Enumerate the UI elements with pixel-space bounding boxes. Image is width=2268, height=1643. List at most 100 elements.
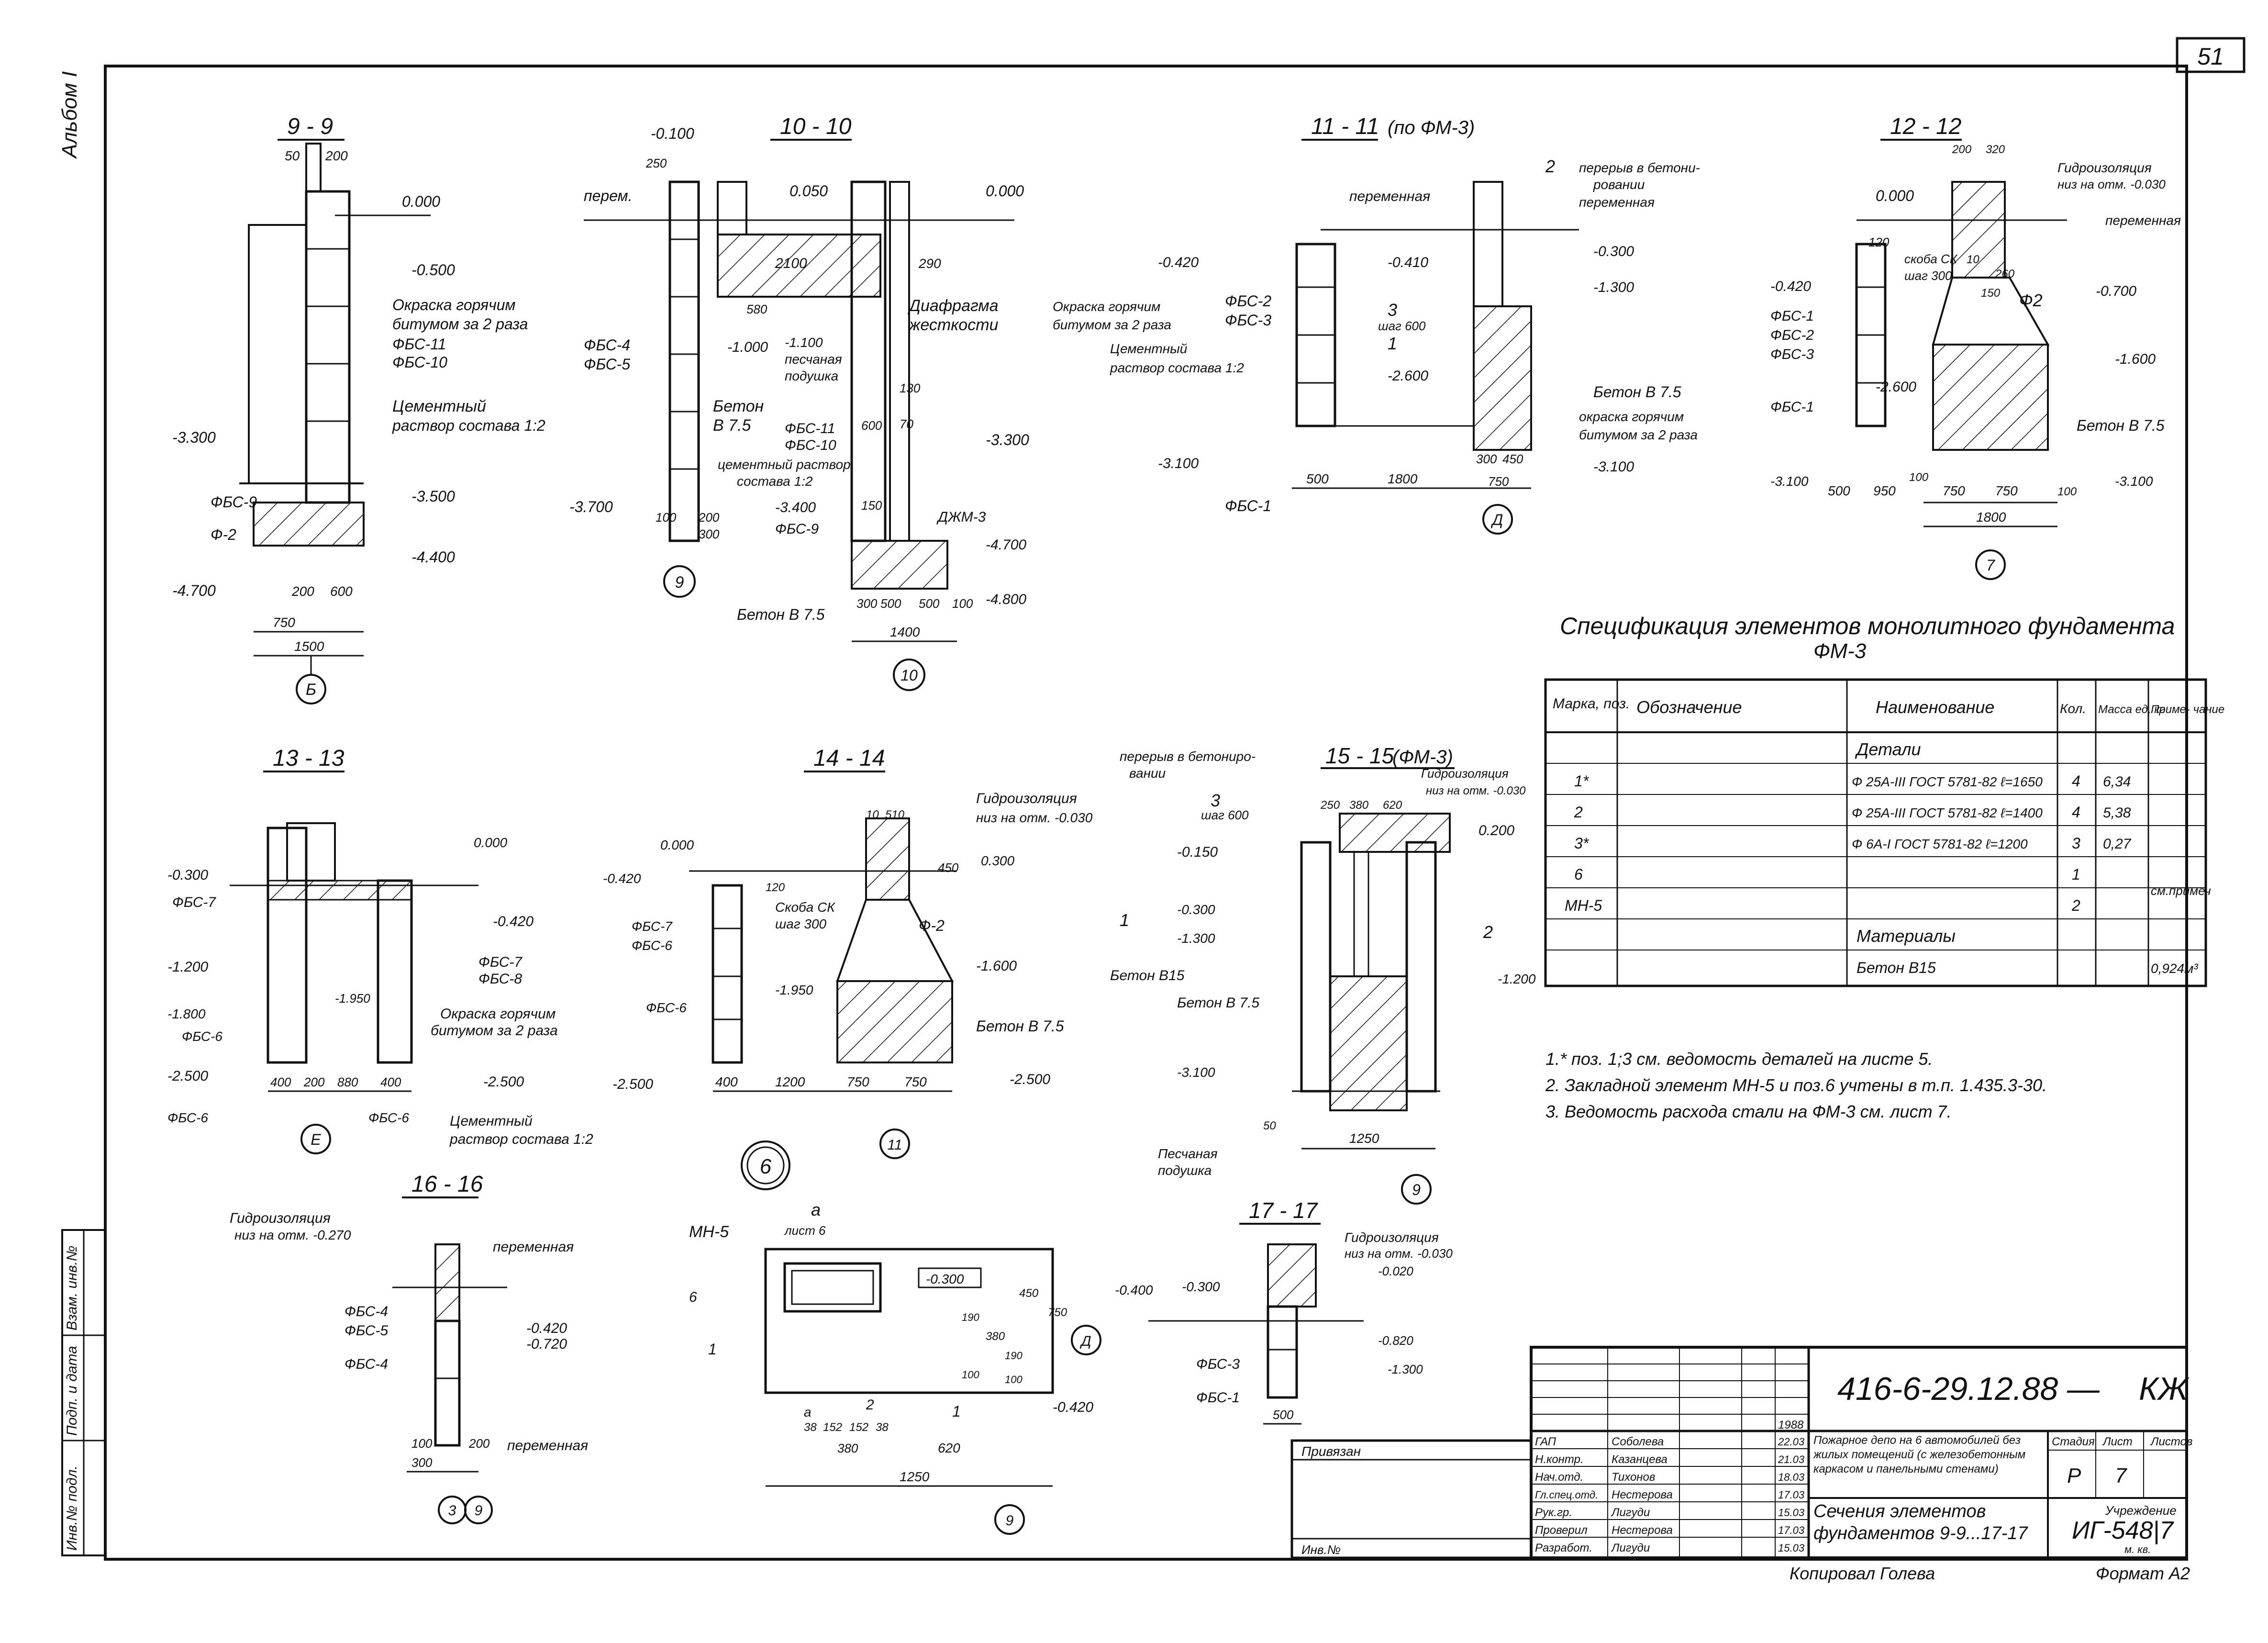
tb-inv-label: Инв.№: [1301, 1542, 1341, 1557]
axis-marker: 10: [901, 667, 918, 684]
label: подушка: [1158, 1163, 1212, 1178]
label: Ф-2: [919, 917, 945, 934]
label: -0.720: [526, 1336, 567, 1352]
dim: 600: [861, 418, 882, 433]
dim: 250: [645, 156, 667, 170]
spec-row-mass: 5,38: [2103, 805, 2131, 821]
dim: 50: [1263, 1119, 1276, 1132]
note-1: 1.* поз. 1;3 см. ведомость деталей на ли…: [1545, 1049, 1933, 1069]
label: -1.800: [167, 1006, 206, 1021]
dim: 320: [1986, 143, 2005, 156]
tb-org-code: ИГ-548|7: [2072, 1517, 2174, 1544]
spec-row-name: Ф 25А-III ГОСТ 5781-82 ℓ=1650: [1852, 774, 2043, 789]
mn5-cut: а: [811, 1200, 821, 1219]
label: песчаная: [785, 352, 842, 367]
label: низ на отм. -0.030: [976, 810, 1093, 825]
label: шаг 300: [775, 917, 827, 931]
label: -1.950: [335, 991, 370, 1006]
dim: 200: [325, 148, 348, 163]
dim: 1500: [294, 639, 324, 654]
section-subtitle: (ФМ-3): [1392, 747, 1453, 768]
label: битумом за 2 раза: [431, 1023, 558, 1039]
tb-name: Нестерова: [1612, 1488, 1673, 1501]
dim: 200: [303, 1075, 325, 1089]
spec-header-mass: Масса ед, кг: [2098, 703, 2166, 716]
dim: 250: [1320, 799, 1340, 812]
spec-row-qty: 2: [2071, 897, 2080, 914]
axis-marker: Д: [1491, 511, 1503, 528]
spec-row-mark: 2: [1574, 804, 1583, 821]
dim: 620: [938, 1441, 960, 1455]
page-number-box: [2176, 37, 2246, 73]
label: ФБС-1: [1196, 1390, 1240, 1406]
label: -0.300: [167, 867, 208, 883]
label: ФБС-7: [172, 894, 216, 910]
section-title: 11 - 11: [1311, 114, 1379, 139]
axis-marker: 9: [675, 573, 684, 592]
dim: 580: [746, 302, 767, 316]
tb-drawing-title: Сечения элементов фундаментов 9-9...17-1…: [1813, 1501, 2028, 1543]
label: 0.050: [789, 182, 828, 200]
label: -0.300: [1177, 902, 1215, 917]
embedded-plate-mn5: МН-5 а лист 6 -0.300 6 1 а 2 1 -0.420 38…: [689, 1200, 1101, 1535]
label: -1.300: [1593, 279, 1634, 295]
label: ФБС-9: [775, 521, 819, 537]
label-0000: 0.000: [402, 193, 440, 210]
label: -2.500: [1010, 1072, 1050, 1087]
label: -0.020: [1378, 1264, 1413, 1278]
label: битумом за 2 раза: [392, 315, 528, 333]
page-number: 51: [2197, 43, 2224, 70]
label: переменная: [1349, 189, 1430, 204]
dim: 500: [1828, 483, 1850, 498]
tb-role: Нач.отд.: [1535, 1471, 1583, 1484]
label: -4.800: [986, 592, 1026, 607]
label: -3.100: [2115, 474, 2153, 489]
tb-name: Нестерова: [1612, 1524, 1673, 1537]
dim: 200: [1952, 143, 1972, 156]
spec-row-note: см.примеч: [2151, 883, 2211, 898]
label: 450: [938, 861, 959, 875]
label: Бетон В 7.5: [976, 1017, 1064, 1035]
label: 2: [1545, 156, 1555, 176]
label: 260: [1995, 268, 2015, 280]
axis-marker: 3: [448, 1503, 456, 1519]
mn5-title: МН-5: [689, 1223, 729, 1241]
label: ФБС-3: [1196, 1356, 1240, 1372]
label: ФБС-7: [632, 919, 673, 934]
label: Ф-2: [211, 526, 236, 543]
label: -2.600: [1388, 368, 1428, 384]
spec-row-mark: МН-5: [1565, 897, 1602, 914]
section-title: 17 - 17: [1249, 1198, 1318, 1223]
dim: 380: [1349, 799, 1369, 812]
label: 2: [866, 1397, 874, 1413]
label: 510: [885, 808, 905, 821]
label: Бетон В 7.5: [2077, 417, 2165, 434]
axis-marker: 9: [1412, 1181, 1421, 1198]
label: -0.400: [1115, 1283, 1153, 1297]
label: перем.: [584, 187, 632, 204]
tb-role: ГАП: [1535, 1435, 1556, 1448]
label: -3.100: [1158, 456, 1199, 471]
label: -3.400: [775, 500, 816, 515]
label: -0.820: [1378, 1333, 1413, 1348]
label: -1.300: [1388, 1362, 1423, 1376]
dim: 880: [337, 1075, 358, 1089]
label: ФБС-8: [478, 971, 522, 987]
dim: 300: [411, 1455, 433, 1470]
label: -3.500: [411, 488, 455, 505]
spec-material-note: 0,924м³: [2151, 961, 2198, 976]
sheet-format: Формат А2: [2096, 1564, 2190, 1583]
label: 0.000: [1876, 187, 1914, 204]
spec-row-mark: 6: [1574, 866, 1583, 883]
section-title: 12 - 12: [1890, 114, 1961, 139]
label: низ на отм. -0.030: [1426, 784, 1526, 797]
tb-name: Соболева: [1612, 1435, 1664, 1448]
label: ФБС-4: [584, 336, 630, 354]
label: -0.700: [2096, 283, 2136, 299]
label: перерыв в бетони-: [1579, 160, 1700, 175]
label: -0.410: [1388, 255, 1428, 270]
dim: 450: [1502, 452, 1523, 466]
label: -0.420: [1158, 255, 1199, 270]
tb-date: 17.03: [1778, 1524, 1805, 1536]
label: 6: [689, 1289, 697, 1305]
